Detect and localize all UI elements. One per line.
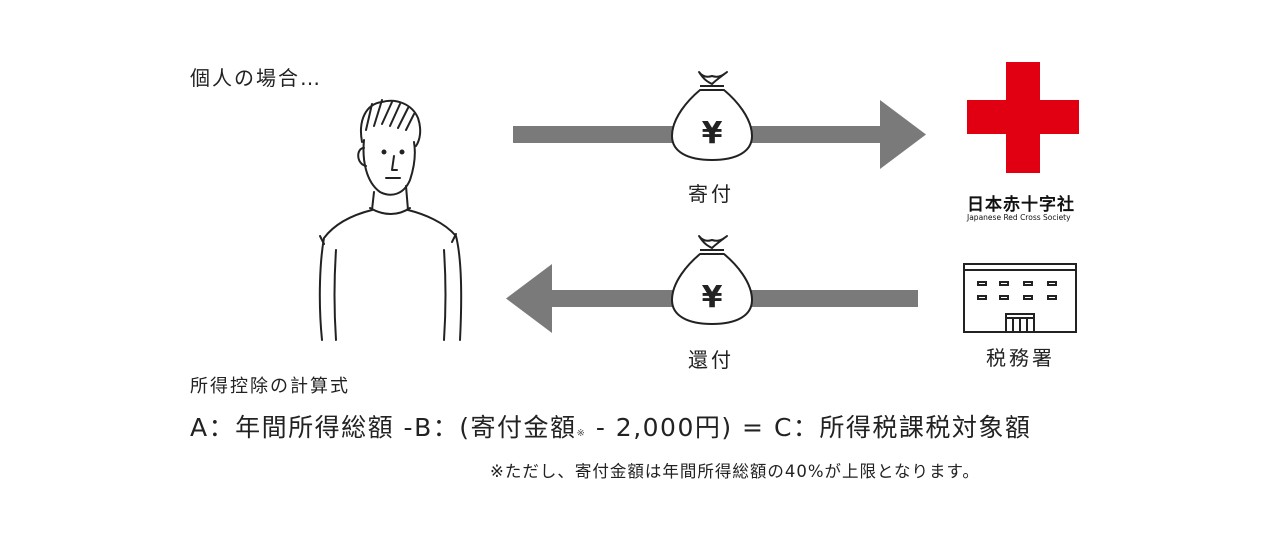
money-bag-icon: ¥ xyxy=(671,235,753,325)
yen-symbol: ¥ xyxy=(702,280,723,315)
person-illustration xyxy=(318,99,463,341)
refund-label: 還付 xyxy=(688,348,734,372)
yen-symbol: ¥ xyxy=(702,116,723,151)
tax-office-label: 税務署 xyxy=(986,346,1055,370)
jrc-name-ja: 日本赤十字社 xyxy=(967,195,1075,215)
tax-office-building-icon xyxy=(963,263,1077,333)
formula-part-b: - 2,000円) = C：所得税課税対象額 xyxy=(586,413,1032,442)
money-bag-icon: ¥ xyxy=(671,71,753,161)
case-label: 個人の場合… xyxy=(190,66,322,90)
red-cross-icon xyxy=(967,62,1079,173)
formula-note-mark: ※ xyxy=(576,428,587,439)
donation-label: 寄付 xyxy=(688,182,734,206)
formula: A：年間所得総額 -B：(寄付金額※ - 2,000円) = C：所得税課税対象… xyxy=(190,408,1031,444)
formula-heading: 所得控除の計算式 xyxy=(190,376,350,397)
formula-part-a: A：年間所得総額 -B：(寄付金額 xyxy=(190,413,577,442)
limit-note: ※ただし、寄付金額は年間所得総額の40%が上限となります。 xyxy=(490,462,980,481)
jrc-name-en: Japanese Red Cross Society xyxy=(967,213,1071,222)
